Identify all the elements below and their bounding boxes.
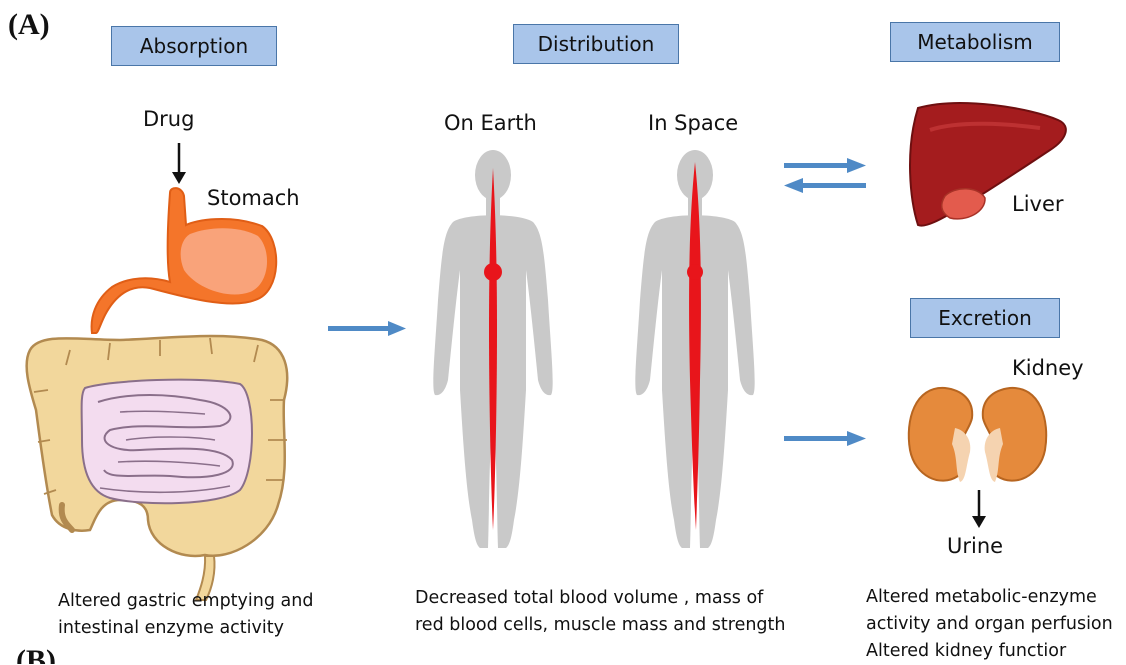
drug-label: Drug	[143, 107, 194, 131]
caption-line: red blood cells, muscle mass and strengt…	[415, 612, 786, 639]
kidney-icon	[909, 388, 1046, 482]
caption-line: intestinal enzyme activity	[58, 615, 313, 642]
human-silhouette-icon	[433, 150, 552, 548]
drug-arrow	[172, 143, 186, 184]
arrow-distribution-to-metabolism	[784, 158, 866, 173]
arrow-distribution-to-excretion	[784, 431, 866, 446]
kidney-label: Kidney	[1012, 356, 1084, 380]
human-silhouette-icon	[635, 150, 754, 548]
urine-arrow	[972, 490, 986, 528]
caption-line: Altered gastric emptying and	[58, 588, 313, 615]
arrow-absorption-to-distribution	[328, 321, 406, 336]
distribution-caption: Decreased total blood volume , mass of r…	[415, 585, 786, 639]
caption-line: Decreased total blood volume , mass of	[415, 585, 786, 612]
arrow-metabolism-to-distribution	[784, 178, 866, 193]
metabolism-excretion-caption: Altered metabolic-enzyme activity and or…	[866, 584, 1124, 665]
liver-label: Liver	[1012, 192, 1064, 216]
absorption-caption: Altered gastric emptying and intestinal …	[58, 588, 313, 642]
caption-line: Altered metabolic-enzyme	[866, 584, 1124, 611]
caption-line: Altered kidney functior	[866, 638, 1124, 665]
stomach-label: Stomach	[207, 186, 300, 210]
caption-line: activity and organ perfusion	[866, 611, 1124, 638]
in-space-label: In Space	[648, 111, 738, 135]
urine-label: Urine	[947, 534, 1003, 558]
intestine-icon	[27, 336, 288, 600]
on-earth-label: On Earth	[444, 111, 537, 135]
